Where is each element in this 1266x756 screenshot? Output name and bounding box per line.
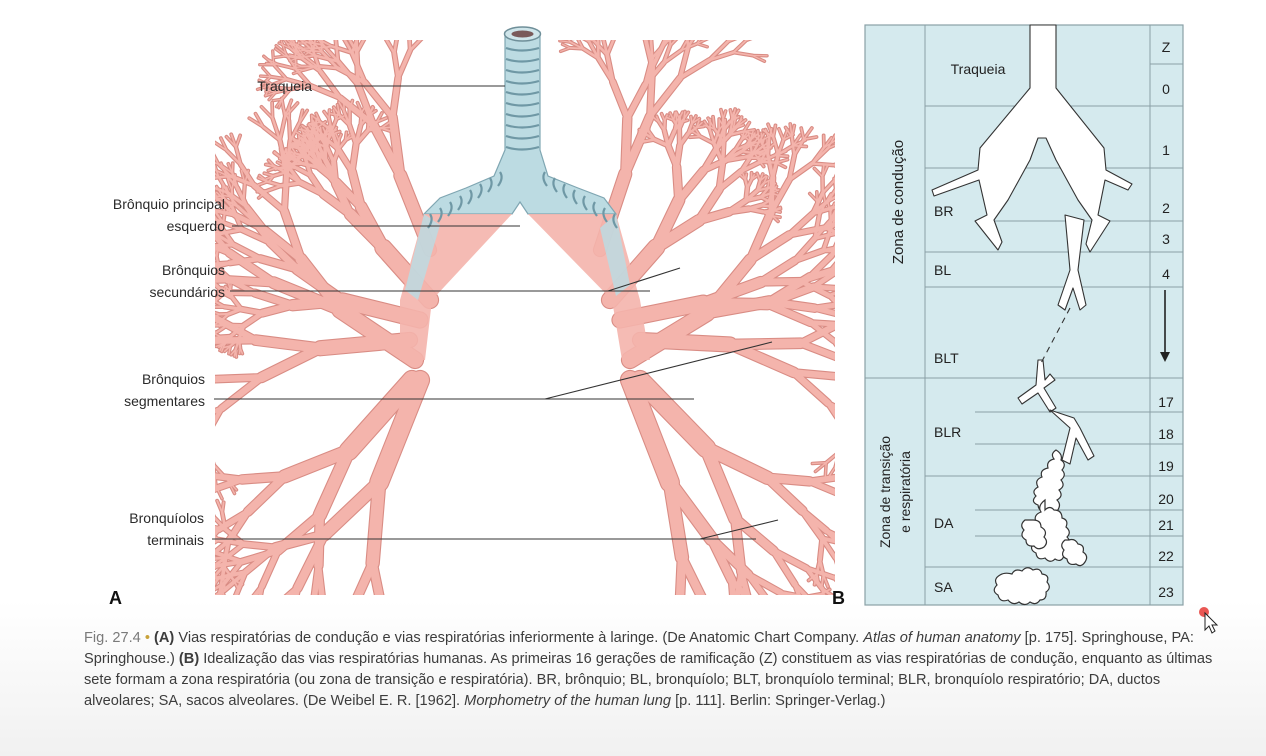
generation-17: 17 [1158, 394, 1174, 410]
generation-20: 20 [1158, 491, 1174, 507]
panel-letter-a: A [109, 588, 122, 609]
label-bronquio-principal-line2: esquerdo [60, 215, 225, 237]
label-bronquiolos-terminais: Bronquíolos terminais [60, 507, 204, 551]
generation-4: 4 [1162, 266, 1170, 282]
generation-3: 3 [1162, 231, 1170, 247]
segment-da: DA [934, 515, 954, 531]
mouse-cursor-icon [1197, 604, 1219, 634]
generation-19: 19 [1158, 458, 1174, 474]
generation-21: 21 [1158, 517, 1174, 533]
caption-bullet: • [145, 630, 150, 646]
figure-caption: Fig. 27.4 • (A) Vias respiratórias de co… [84, 628, 1219, 712]
label-terminais-line1: Bronquíolos [60, 507, 204, 529]
generation-18: 18 [1158, 426, 1174, 442]
label-terminais-line2: terminais [60, 529, 204, 551]
generation-2: 2 [1162, 200, 1170, 216]
z-header: Z [1162, 39, 1171, 55]
segment-traqueia: Traqueia [951, 61, 1006, 77]
caption-morph-title: Morphometry of the human lung [464, 693, 671, 709]
segment-blr: BLR [934, 424, 961, 440]
caption-part4: [p. 111]. Berlin: Springer-Verlag.) [671, 693, 885, 709]
label-segmentares-line2: segmentares [60, 390, 205, 412]
generation-23: 23 [1158, 584, 1174, 600]
caption-part1: Vias respiratórias de condução e vias re… [174, 630, 863, 646]
zone-conducao: Zona de condução [890, 140, 907, 264]
label-bronquios-segmentares: Brônquios segmentares [60, 368, 205, 412]
panel-letter-b: B [832, 588, 845, 609]
generation-22: 22 [1158, 548, 1174, 564]
label-traqueia: Traqueia [200, 75, 312, 97]
zone-transicao-line2: e respiratória [897, 451, 913, 533]
caption-tag-a: (A) [154, 630, 174, 646]
label-secundarios-line1: Brônquios [80, 259, 225, 281]
caption-atlas-title: Atlas of human anatomy [863, 630, 1020, 646]
zone-transicao-line1: Zona de transição [877, 436, 893, 548]
label-bronquio-principal: Brônquio principal esquerdo [60, 193, 225, 237]
segment-bl: BL [934, 262, 951, 278]
segment-sa: SA [934, 579, 953, 595]
caption-fig-number: Fig. 27.4 [84, 630, 141, 646]
caption-tag-b: (B) [179, 651, 199, 667]
segment-br: BR [934, 203, 953, 219]
label-secundarios-line2: secundários [80, 281, 225, 303]
label-bronquios-secundarios: Brônquios secundários [80, 259, 225, 303]
generation-1: 1 [1162, 142, 1170, 158]
segment-blt: BLT [934, 350, 959, 366]
label-segmentares-line1: Brônquios [60, 368, 205, 390]
generation-0: 0 [1162, 81, 1170, 97]
label-bronquio-principal-line1: Brônquio principal [60, 193, 225, 215]
